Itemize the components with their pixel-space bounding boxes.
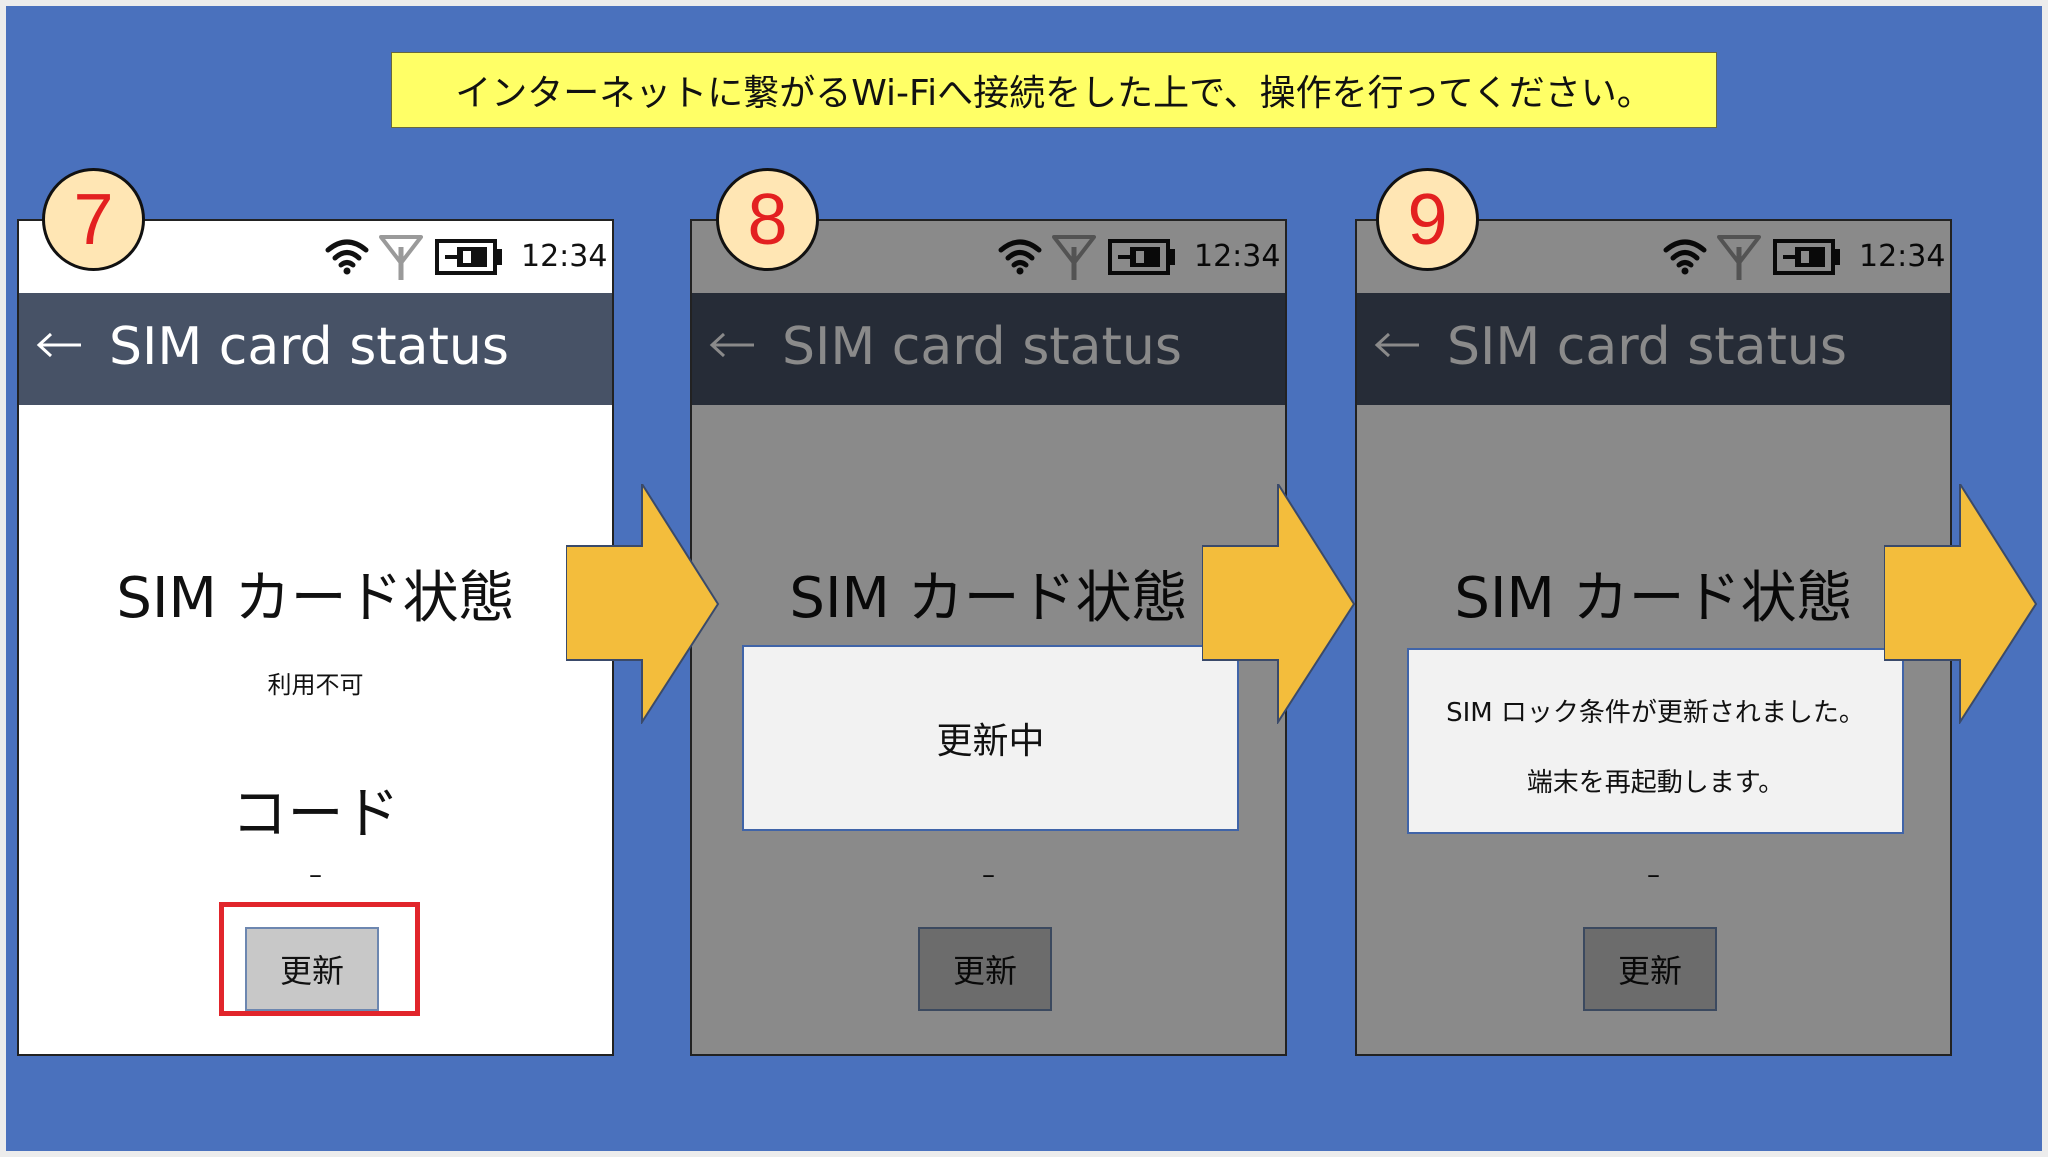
update-button[interactable]: 更新	[1583, 927, 1717, 1011]
app-bar: SIM card status	[19, 293, 612, 405]
battery-icon	[435, 239, 502, 275]
wifi-icon	[998, 239, 1042, 275]
app-bar: SIM card status	[1357, 293, 1950, 405]
phone-screen-step-9: 12:34 SIM card status SIM カード状態 – 更新 SIM…	[1355, 219, 1952, 1056]
battery-icon	[1773, 239, 1840, 275]
phone-screen-step-7: 12:34 SIM card status SIM カード状態 利用不可 コード…	[17, 219, 614, 1056]
dialog-message-line1: SIM ロック条件が更新されました。	[1446, 698, 1865, 728]
status-time: 12:34	[1194, 239, 1281, 274]
right-arrow-icon	[1884, 484, 2038, 724]
code-value: –	[1647, 860, 1660, 890]
wifi-icon	[325, 239, 369, 275]
back-arrow-icon[interactable]	[35, 331, 83, 359]
status-time: 12:34	[521, 239, 608, 274]
code-heading: コード	[231, 782, 400, 847]
sim-status-value: 利用不可	[267, 671, 364, 699]
phone-screen-step-8: 12:34 SIM card status SIM カード状態 – 更新 更新中	[690, 219, 1287, 1056]
sim-status-heading: SIM カード状態	[789, 566, 1188, 631]
content-area: SIM カード状態 利用不可 コード – 更新	[19, 405, 612, 1054]
app-title: SIM card status	[782, 317, 1182, 377]
update-button[interactable]: 更新	[918, 927, 1052, 1011]
sim-status-heading: SIM カード状態	[1454, 566, 1853, 631]
antenna-icon	[379, 235, 423, 280]
code-value: –	[309, 860, 322, 890]
slide: インターネットに繋がるWi-Fiへ接続をした上で、操作を行ってください。 1	[6, 6, 2042, 1151]
step-badge-8: 8	[716, 168, 819, 271]
dim-overlay	[1357, 221, 1950, 1054]
wifi-icon	[1663, 239, 1707, 275]
antenna-icon	[1717, 235, 1761, 280]
instruction-banner: インターネットに繋がるWi-Fiへ接続をした上で、操作を行ってください。	[391, 52, 1717, 128]
back-arrow-icon[interactable]	[708, 331, 756, 359]
dialog-text: 更新中	[936, 721, 1045, 762]
back-arrow-icon[interactable]	[1373, 331, 1421, 359]
status-bar: 12:34	[692, 221, 1285, 293]
dialog-message-line2: 端末を再起動します。	[1526, 768, 1785, 798]
completion-dialog: SIM ロック条件が更新されました。 端末を再起動します。	[1407, 648, 1904, 834]
status-time: 12:34	[1859, 239, 1946, 274]
right-arrow-icon	[566, 484, 720, 724]
app-title: SIM card status	[1447, 317, 1847, 377]
app-bar: SIM card status	[692, 293, 1285, 405]
code-value: –	[982, 860, 995, 890]
progress-dialog: 更新中	[742, 645, 1239, 831]
step-badge-7: 7	[42, 168, 145, 271]
battery-icon	[1108, 239, 1175, 275]
instruction-text: インターネットに繋がるWi-Fiへ接続をした上で、操作を行ってください。	[455, 73, 1653, 114]
right-arrow-icon	[1202, 484, 1356, 724]
step-badge-9: 9	[1376, 168, 1479, 271]
highlight-box	[219, 902, 420, 1016]
dim-overlay	[692, 221, 1285, 1054]
sim-status-heading: SIM カード状態	[116, 566, 515, 631]
antenna-icon	[1052, 235, 1096, 280]
update-button[interactable]: 更新	[245, 927, 379, 1011]
app-title: SIM card status	[109, 317, 509, 377]
